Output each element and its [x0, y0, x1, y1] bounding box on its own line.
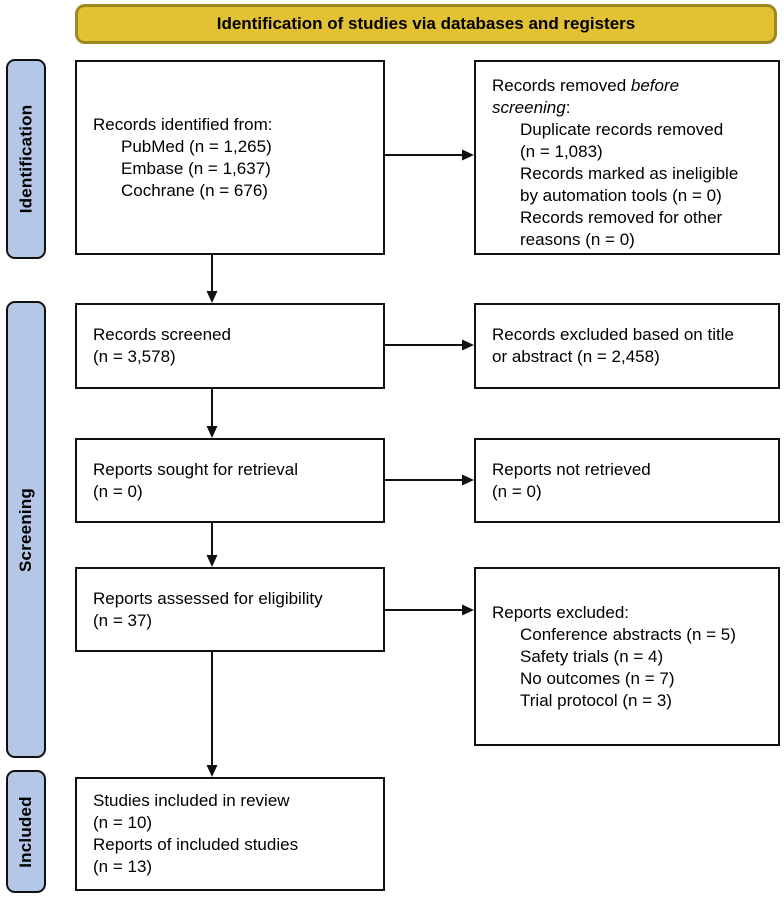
- title-colon: :: [565, 98, 571, 117]
- box-reports-excluded-title: Reports excluded:: [492, 602, 630, 622]
- removed-other-reasons: Records removed for other reasons (n = 0…: [520, 208, 723, 249]
- stage-bar-included: Included: [6, 770, 46, 893]
- excluded-safety-trials: Safety trials (n = 4): [520, 646, 664, 666]
- excluded-trial-protocol: Trial protocol (n = 3): [520, 690, 672, 710]
- box-studies-included-text: Studies included in review (n = 10) Repo…: [93, 791, 299, 876]
- source-embase: Embase (n = 1,637): [121, 158, 271, 178]
- box-records-excluded-text: Records excluded based on title or abstr…: [492, 325, 734, 366]
- box-records-identified: Records identified from: PubMed (n = 1,2…: [75, 60, 385, 255]
- box-records-identified-title: Records identified from:: [93, 114, 273, 134]
- source-cochrane: Cochrane (n = 676): [121, 180, 268, 200]
- box-reports-not-retrieved: Reports not retrieved (n = 0): [474, 438, 780, 523]
- banner-identification-via-databases: Identification of studies via databases …: [75, 4, 777, 44]
- box-records-removed-title-line2: screening:: [492, 97, 770, 119]
- box-records-screened: Records screened (n = 3,578): [75, 303, 385, 389]
- box-reports-not-retrieved-text: Reports not retrieved (n = 0): [492, 459, 651, 501]
- box-records-removed: Records removed before screening: Duplic…: [474, 60, 780, 255]
- stage-label-screening: Screening: [16, 487, 35, 572]
- box-records-screened-text: Records screened (n = 3,578): [93, 325, 231, 366]
- box-records-removed-title-line1: Records removed before: [492, 75, 770, 97]
- box-studies-included: Studies included in review (n = 10) Repo…: [75, 777, 385, 891]
- box-reports-sought-text: Reports sought for retrieval (n = 0): [93, 459, 299, 501]
- banner-title: Identification of studies via databases …: [216, 14, 636, 33]
- box-reports-excluded: Reports excluded: Conference abstracts (…: [474, 567, 780, 746]
- title-normal-text: Records removed: [492, 76, 631, 95]
- title-italic-text2: screening: [492, 98, 566, 117]
- title-italic-text: before: [630, 76, 680, 95]
- box-reports-assessed-text: Reports assessed for eligibility (n = 37…: [93, 588, 323, 630]
- stage-label-identification: Identification: [16, 104, 36, 214]
- removed-duplicates: Duplicate records removed (n = 1,083): [520, 120, 724, 161]
- excluded-conference-abstracts: Conference abstracts (n = 5): [520, 624, 736, 644]
- stage-bar-screening: Screening: [6, 301, 46, 758]
- box-reports-sought: Reports sought for retrieval (n = 0): [75, 438, 385, 523]
- stage-label-included: Included: [16, 795, 35, 868]
- source-pubmed: PubMed (n = 1,265): [121, 136, 272, 156]
- excluded-no-outcomes: No outcomes (n = 7): [520, 668, 675, 688]
- stage-bar-identification: Identification: [6, 59, 46, 259]
- box-reports-assessed: Reports assessed for eligibility (n = 37…: [75, 567, 385, 652]
- removed-automation: Records marked as ineligible by automati…: [520, 164, 739, 205]
- box-records-excluded: Records excluded based on title or abstr…: [474, 303, 780, 389]
